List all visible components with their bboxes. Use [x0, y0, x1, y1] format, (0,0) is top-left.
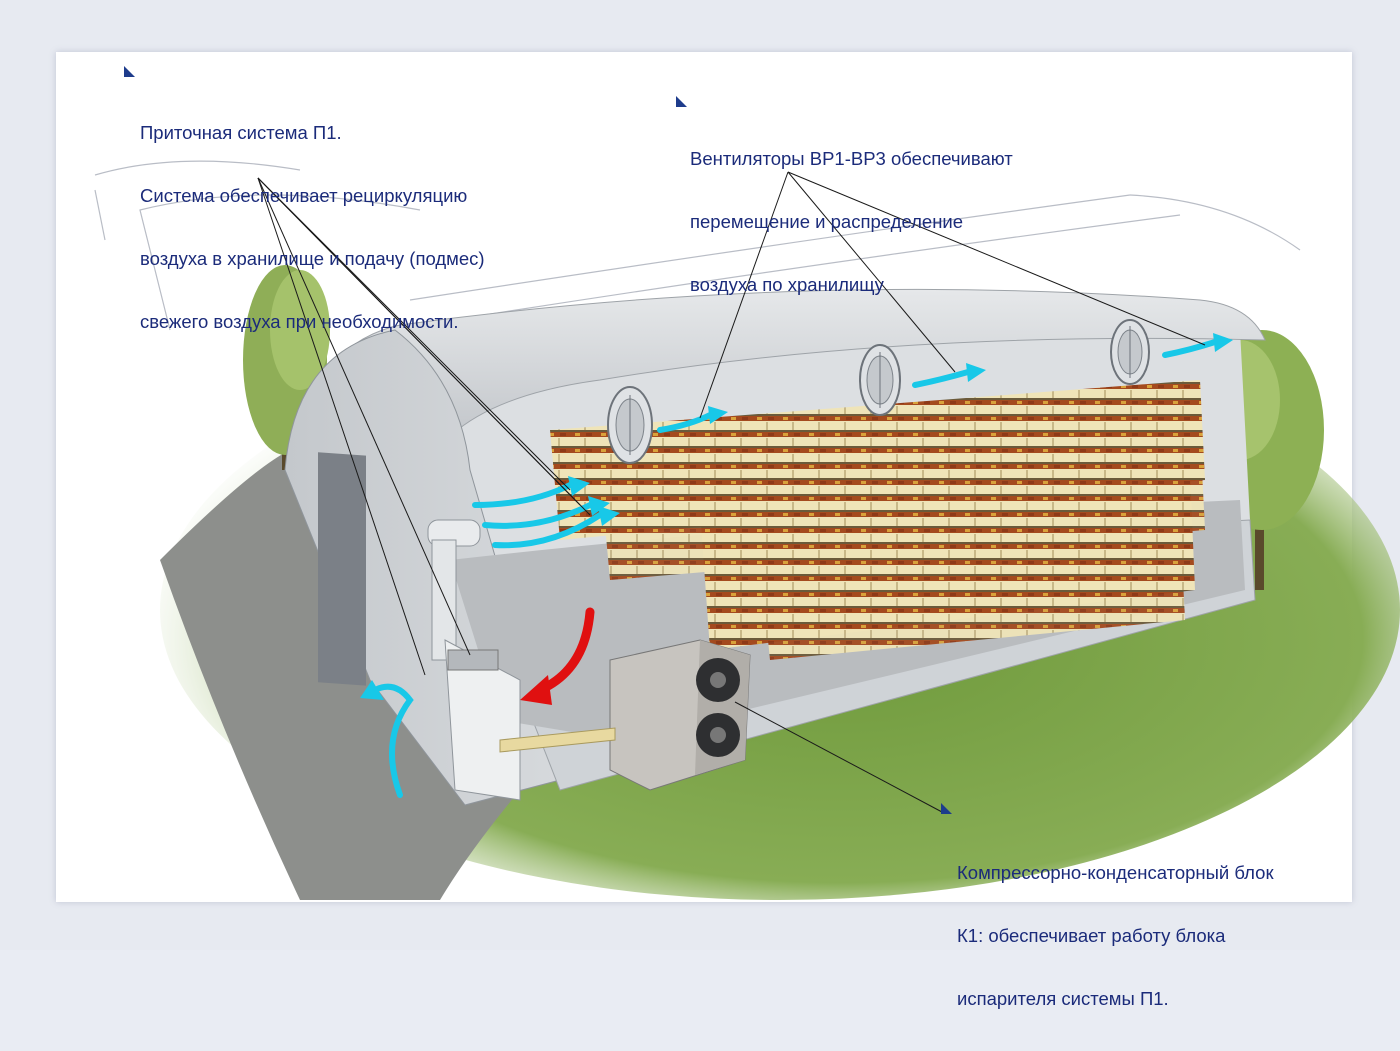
- axial-fan-icon: [607, 386, 653, 464]
- callout-condenser-line-1: Компрессорно-конденсаторный блок: [957, 862, 1274, 883]
- callout-supply-line-4: свежего воздуха при необходимости.: [140, 311, 459, 332]
- callout-fans-line-2: перемещение и распределение: [690, 211, 964, 232]
- callout-supply-line-3: воздуха в хранилище и подачу (подмес): [140, 248, 485, 269]
- sketch-background: [94, 160, 1301, 331]
- callout-supply-line-1: Приточная система П1.: [140, 122, 342, 143]
- storage-illustration: [94, 160, 1400, 900]
- axial-fan-icon: [1110, 319, 1150, 385]
- hangar-door: [318, 452, 366, 686]
- callout-marker-icon: [941, 803, 952, 814]
- callout-fans-line-1: Вентиляторы ВР1-ВР3 обеспечивают: [690, 148, 1013, 169]
- callout-fans: Вентиляторы ВР1-ВР3 обеспечивают перемещ…: [690, 106, 1013, 337]
- callout-fans-line-3: воздуха по хранилищу: [690, 274, 884, 295]
- callout-marker-icon: [124, 66, 135, 77]
- axial-fan-icon: [859, 344, 901, 416]
- callout-supply-line-2: Система обеспечивает рециркуляцию: [140, 185, 468, 206]
- callout-condenser-line-3: испарителя системы П1.: [957, 988, 1169, 1009]
- callout-leader-lines: [257, 171, 1206, 813]
- air-flow-arrow-icon: [372, 339, 1218, 798]
- condenser-unit-k1: [499, 639, 751, 791]
- image-frame: Приточная система П1. Система обеспечива…: [56, 52, 1400, 1009]
- callout-marker-icon: [676, 96, 687, 107]
- warm-air-arrowhead: [520, 675, 552, 705]
- callout-supply-system: Приточная система П1. Система обеспечива…: [140, 80, 485, 374]
- callout-condenser-line-2: К1: обеспечивает работу блока: [957, 925, 1226, 946]
- supply-unit-p1: [427, 519, 521, 801]
- air-flow-arrowheads: [360, 333, 1233, 700]
- callout-condenser-unit: Компрессорно-конденсаторный блок К1: обе…: [957, 820, 1274, 1051]
- hangar-roof: [299, 288, 1266, 481]
